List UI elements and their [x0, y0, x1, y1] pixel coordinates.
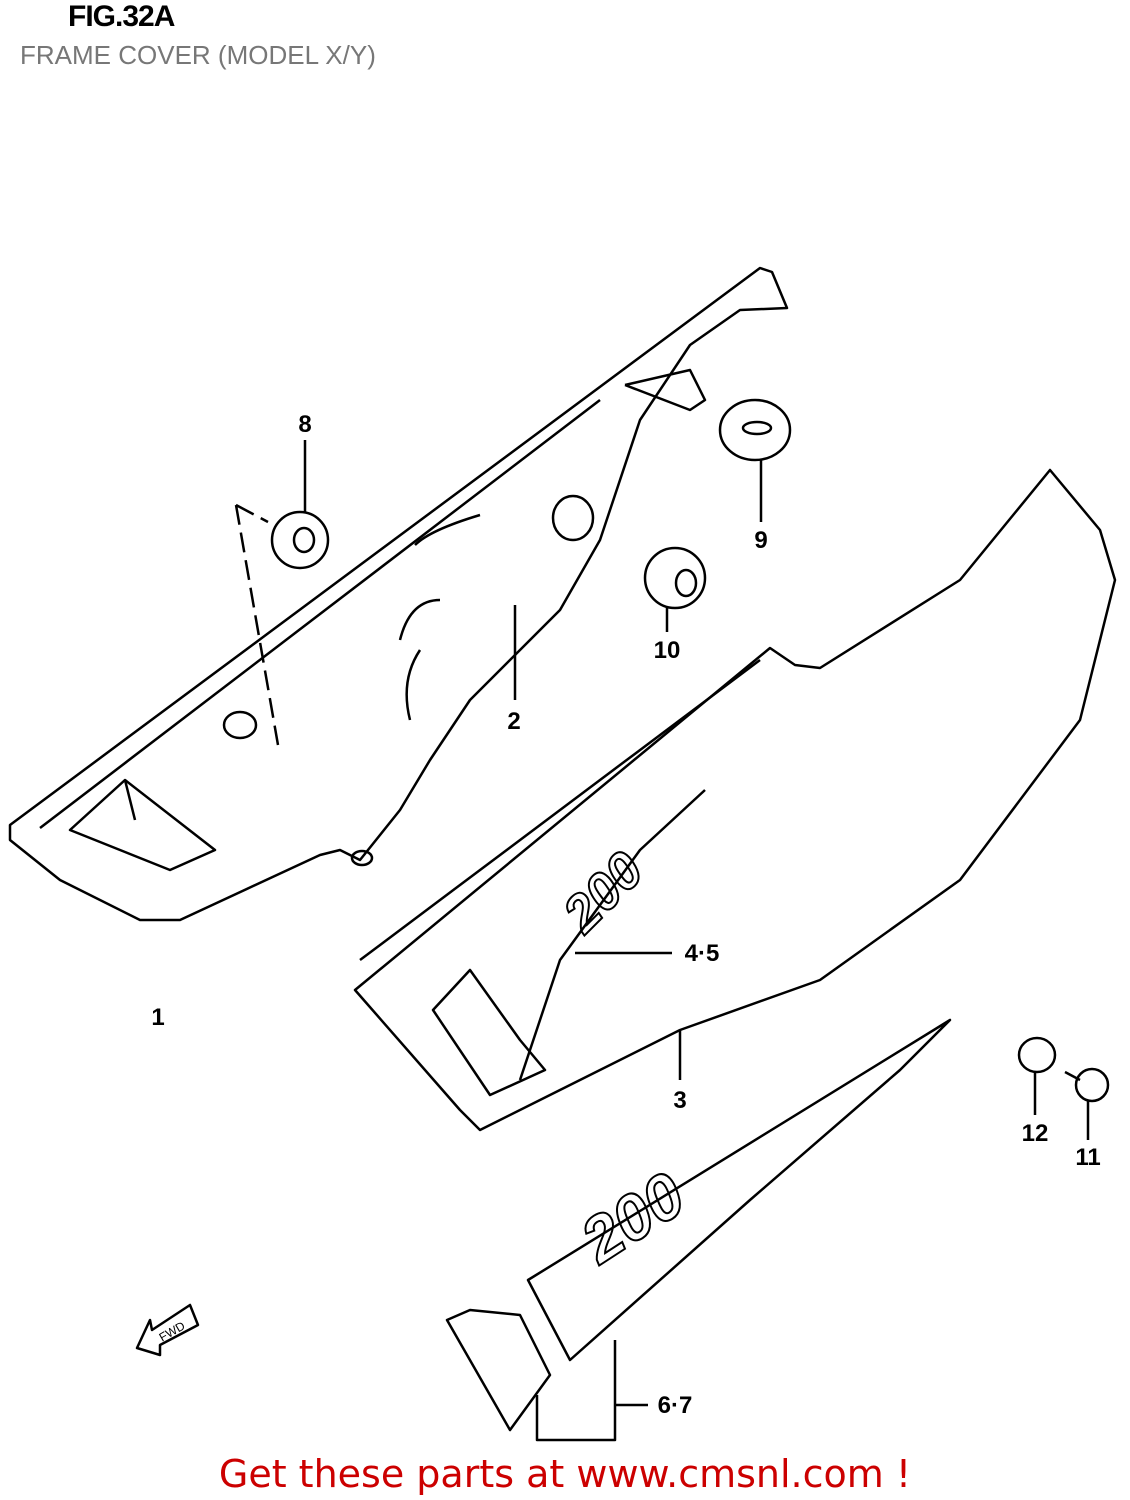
- figure-number: FIG.32A: [68, 0, 175, 33]
- decal-6-7[interactable]: 200: [445, 1018, 952, 1442]
- callout-3: 3: [673, 1087, 686, 1114]
- part-10-collar[interactable]: [643, 546, 707, 632]
- callout-12: 12: [1022, 1120, 1049, 1147]
- fwd-label: FWD: [157, 1318, 188, 1344]
- decal-text-2: 200: [568, 1158, 698, 1277]
- part-8-grommet[interactable]: [234, 440, 330, 746]
- callout-10: 10: [654, 637, 681, 664]
- callout-9: 9: [754, 527, 767, 554]
- callout-8: 8: [298, 411, 311, 438]
- part-11-screw[interactable]: [1064, 1067, 1110, 1140]
- callout-1: 1: [151, 1004, 164, 1031]
- callout-2: 2: [507, 708, 520, 735]
- footer-link[interactable]: Get these parts at www.cmsnl.com !: [0, 1452, 1130, 1496]
- forward-arrow-icon: FWD: [135, 1303, 200, 1357]
- part-3-side-cover[interactable]: [353, 468, 1117, 1132]
- cmsnl-link[interactable]: Get these parts at www.cmsnl.com !: [218, 1452, 912, 1496]
- figure-title: FRAME COVER (MODEL X/Y): [20, 40, 376, 70]
- decal-4-5[interactable]: 200: [518, 789, 706, 1081]
- callout-11: 11: [1075, 1144, 1100, 1171]
- part-1-frame-cover[interactable]: [8, 266, 789, 922]
- callout-4-5: 4·5: [685, 940, 720, 967]
- part-12-nut[interactable]: [1017, 1036, 1057, 1115]
- callout-6-7: 6·7: [658, 1392, 693, 1419]
- part-9-grommet[interactable]: [718, 398, 792, 522]
- decal-text: 200: [552, 841, 655, 944]
